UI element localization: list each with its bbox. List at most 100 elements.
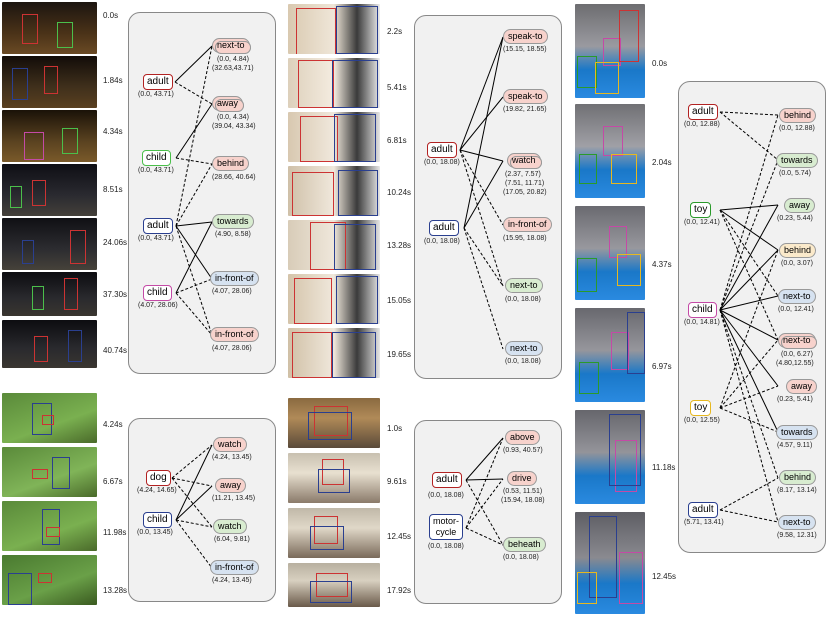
entity-node: child <box>143 512 172 528</box>
timestamp: 15.05s <box>387 296 412 305</box>
relation-range: (0.0, 12.41) <box>778 306 814 313</box>
relation-node: speak-to <box>503 89 548 104</box>
relation-range: (4.24, 13.45) <box>212 577 252 584</box>
relation-range: (0.0, 18.08) <box>503 554 539 561</box>
relation-range: (15.94, 18.08) <box>501 497 545 504</box>
frame-d2 <box>2 447 97 497</box>
frame-d4 <box>2 555 97 605</box>
relation-node: next-to <box>505 278 543 293</box>
entity-node: toy <box>690 400 712 416</box>
graph-panel-2 <box>414 15 562 379</box>
frame-a7 <box>2 320 97 368</box>
relation-range: (4.57, 9.11) <box>777 442 813 449</box>
entity-range: (0.0, 12.55) <box>684 417 720 424</box>
relation-node: drive <box>507 471 537 486</box>
relation-range: (4.24, 13.45) <box>212 454 252 461</box>
frame-b1 <box>288 4 380 54</box>
entity-range: (0.0, 12.88) <box>684 121 720 128</box>
relation-range: (0.0, 18.08) <box>505 358 541 365</box>
relation-range: (0.53, 11.51) <box>503 488 543 495</box>
frame-a6 <box>2 272 97 316</box>
relation-range: (4.07, 28.06) <box>212 288 252 295</box>
relation-node: towards <box>776 425 818 440</box>
entity-range: (0.0, 43.71) <box>138 167 174 174</box>
timestamp: 4.37s <box>652 260 672 269</box>
frame-c3 <box>575 206 645 300</box>
relation-range: (4.90, 8.58) <box>215 231 251 238</box>
entity-range: (0.0, 13.45) <box>137 529 173 536</box>
relation-node: behind <box>779 243 817 258</box>
entity-range: (0.0, 12.41) <box>684 219 720 226</box>
entity-node: adult <box>427 142 457 158</box>
relation-node: watch <box>507 153 542 169</box>
timestamp: 1.84s <box>103 76 123 85</box>
entity-range: (0.0, 18.08) <box>424 159 460 166</box>
relation-node: next-to <box>505 341 543 356</box>
timestamp: 4.24s <box>103 420 123 429</box>
entity-node: toy <box>690 202 712 218</box>
relation-range: (19.82, 21.65) <box>503 106 547 113</box>
relation-range: (8.17, 13.14) <box>777 487 817 494</box>
relation-range: (4.07, 28.06) <box>212 345 252 352</box>
timestamp: 4.34s <box>103 127 123 136</box>
relation-range: (2.37, 7.57) <box>505 171 541 178</box>
entity-node: motor- cycle <box>429 514 464 540</box>
timestamp: 40.74s <box>103 346 128 355</box>
relation-node: in-front-of <box>503 217 552 232</box>
relation-range: (0.0, 5.74) <box>779 170 811 177</box>
frame-e4 <box>288 563 380 607</box>
entity-range: (4.24, 14.65) <box>137 487 177 494</box>
entity-node: adult <box>688 104 718 120</box>
frame-b6 <box>288 274 380 324</box>
timestamp: 0.0s <box>103 11 119 20</box>
relation-range: (0.0, 18.08) <box>505 296 541 303</box>
relation-range: (28.66, 40.64) <box>212 174 256 181</box>
relation-node: towards <box>776 153 818 168</box>
frame-a1 <box>2 2 97 54</box>
frame-b7 <box>288 328 380 378</box>
timestamp: 13.28s <box>103 586 128 595</box>
frame-b3 <box>288 112 380 162</box>
relation-range: (0.0, 4.34) <box>217 114 249 121</box>
relation-range: (9.58, 12.31) <box>777 532 817 539</box>
relation-range: (15.95, 18.08) <box>503 235 547 242</box>
frame-d3 <box>2 501 97 551</box>
timestamp: 1.0s <box>387 424 403 433</box>
relation-node: in-front-of <box>210 271 259 286</box>
timestamp: 37.30s <box>103 290 128 299</box>
frame-a5 <box>2 218 97 270</box>
frame-b2 <box>288 58 380 108</box>
timestamp: 2.2s <box>387 27 403 36</box>
entity-label: motor- <box>433 516 460 526</box>
entity-node: child <box>143 285 172 301</box>
frame-a2 <box>2 56 97 108</box>
entity-node: adult <box>143 218 173 234</box>
timestamp: 17.92s <box>387 586 412 595</box>
frame-c4 <box>575 308 645 402</box>
timestamp: 10.24s <box>387 188 412 197</box>
relation-node: next-to <box>778 289 816 304</box>
timestamp: 6.97s <box>652 362 672 371</box>
timestamp: 2.04s <box>652 158 672 167</box>
relation-range: (15.15, 18.55) <box>503 46 547 53</box>
frame-c1 <box>575 4 645 98</box>
timestamp: 11.18s <box>652 463 676 472</box>
timestamp: 12.45s <box>387 532 412 541</box>
entity-node: adult <box>432 472 462 488</box>
frame-b5 <box>288 220 380 270</box>
frame-b4 <box>288 166 380 216</box>
frame-c6 <box>575 512 645 614</box>
relation-node: away <box>786 379 818 394</box>
relation-range: (4.80,12.55) <box>776 360 814 367</box>
entity-range: (0.0, 18.08) <box>424 238 460 245</box>
frame-e3 <box>288 508 380 558</box>
relation-range: (0.93, 40.57) <box>503 447 543 454</box>
timestamp: 5.41s <box>387 83 407 92</box>
relation-node: watch <box>213 437 247 452</box>
relation-range: (0.0, 12.88) <box>779 125 815 132</box>
relation-node: speak-to <box>503 29 548 44</box>
relation-range: (7.51, 11.71) <box>505 180 545 187</box>
graph-panel-1 <box>128 12 276 374</box>
relation-node: above <box>505 430 540 445</box>
relation-node: towards <box>212 214 254 229</box>
